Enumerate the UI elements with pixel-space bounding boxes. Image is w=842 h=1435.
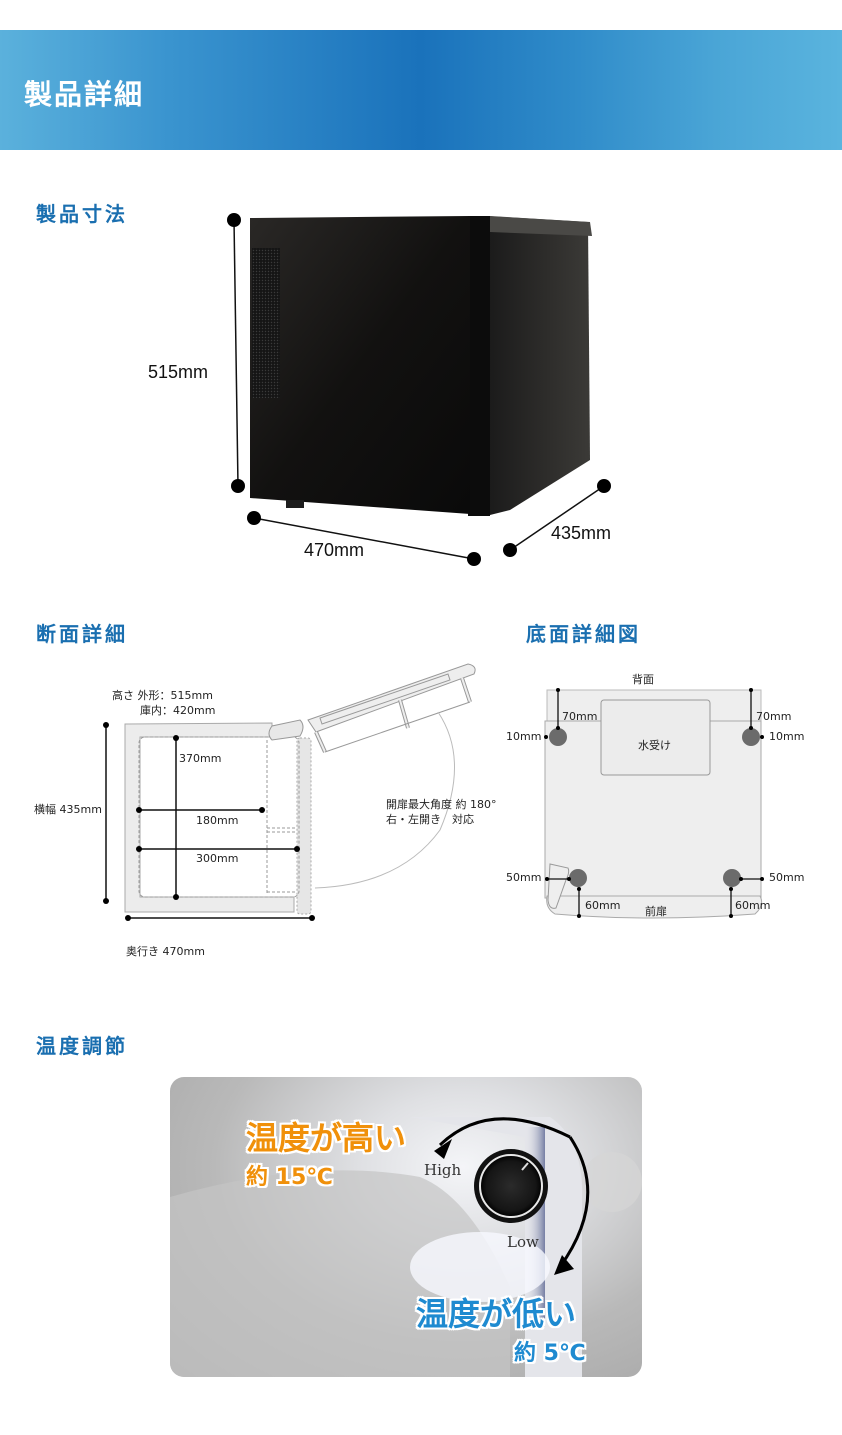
- front-left-60: 60mm: [585, 899, 621, 912]
- section-title-cross-section: 断面詳細: [36, 622, 128, 646]
- high-temp-label: 温度が高い: [246, 1119, 407, 1157]
- cross-section-180: 180mm: [196, 814, 239, 827]
- bottom-view-front-label: 前扉: [645, 905, 667, 918]
- cross-section-width: 横幅 435mm: [34, 803, 102, 816]
- rear-left-70: 70mm: [562, 710, 598, 723]
- knob-high-label: High: [424, 1161, 462, 1179]
- low-temp-value: 約 5℃: [514, 1341, 586, 1366]
- rear-right-70: 70mm: [756, 710, 792, 723]
- cross-section-outer-height: 高さ 外形：515mm: [112, 689, 213, 702]
- section-title-dimensions: 製品寸法: [36, 202, 128, 226]
- high-temp-value: 約 15℃: [246, 1165, 333, 1190]
- section-title-temperature: 温度調節: [36, 1034, 128, 1058]
- header-banner: 製品詳細: [0, 30, 842, 150]
- cross-section-300: 300mm: [196, 852, 239, 865]
- dimension-depth: 435mm: [551, 523, 612, 543]
- temperature-dial-photo: High Low 温度が高い 約 15℃ 温度が低い 約 5℃: [170, 1077, 642, 1377]
- door-angle-note: 開扉最大角度 約 180°: [386, 798, 497, 811]
- section-title-bottom-view: 底面詳細図: [526, 622, 641, 646]
- dimension-height: 515mm: [148, 362, 209, 382]
- rear-right-10: 10mm: [769, 730, 805, 743]
- drip-tray-label: 水受け: [638, 739, 671, 752]
- cross-section-depth: 奥行き 470mm: [126, 945, 205, 958]
- door-opening-note: 右・左開き 対応: [386, 813, 474, 826]
- front-right-50: 50mm: [769, 871, 805, 884]
- bottom-view-diagram: [544, 688, 764, 919]
- cross-section-inner-height-note: 庫内：420mm: [140, 704, 216, 717]
- fridge-illustration: [227, 213, 611, 566]
- dimension-width: 470mm: [304, 540, 365, 560]
- bottom-view-back-label: 背面: [632, 673, 654, 686]
- cross-section-370: 370mm: [179, 752, 222, 765]
- low-temp-label: 温度が低い: [416, 1295, 577, 1333]
- front-right-60: 60mm: [735, 899, 771, 912]
- dial-photo-shapes: [170, 1117, 642, 1377]
- rear-left-10: 10mm: [506, 730, 542, 743]
- front-left-50: 50mm: [506, 871, 542, 884]
- knob-low-label: Low: [507, 1233, 539, 1251]
- page-title: 製品詳細: [24, 78, 145, 111]
- cross-section-diagram: [103, 663, 476, 921]
